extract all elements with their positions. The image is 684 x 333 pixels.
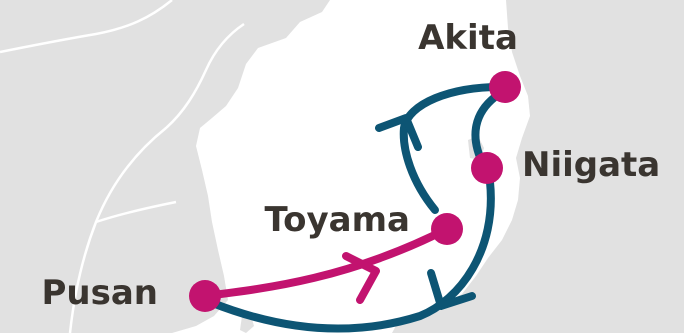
route-niigata-pusan [206, 178, 495, 333]
labels-layer: Akita Niigata Toyama Pusan [41, 18, 660, 313]
routes-layer [201, 82, 509, 333]
port-marker-niigata[interactable] [471, 152, 503, 184]
port-label-pusan: Pusan [41, 273, 158, 313]
route-pusan-toyama [201, 225, 451, 300]
border-layer [0, 0, 245, 333]
port-marker-toyama[interactable] [431, 213, 463, 245]
port-label-akita: Akita [418, 18, 518, 58]
port-marker-pusan[interactable] [189, 280, 221, 312]
port-label-toyama: Toyama [264, 200, 410, 240]
port-label-niigata: Niigata [522, 145, 660, 185]
route-toyama-akita [399, 82, 509, 214]
landmass-korea [0, 0, 330, 333]
border-line-north [0, 0, 173, 54]
ports-layer [189, 71, 521, 312]
route-niigata-pusan-arrow [427, 269, 476, 310]
route-pusan-toyama-arrow [342, 252, 380, 304]
route-toyama-akita-arrow [375, 114, 422, 151]
landmass-honshu [392, 0, 684, 333]
border-line-korea [68, 22, 245, 333]
port-marker-akita[interactable] [489, 71, 521, 103]
border-line-dmz [95, 200, 177, 224]
